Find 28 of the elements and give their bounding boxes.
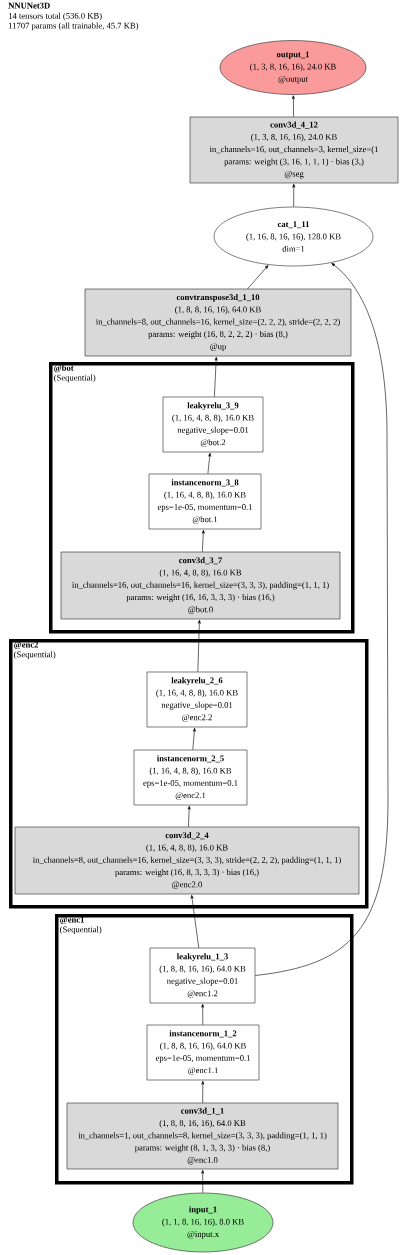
diagram-title: NNUNet3D xyxy=(8,2,50,9)
layer-box: leakyrelu_1_3 (1, 8, 8, 16, 16), 64.0 KB negative_slope=0.01 @enc1.2 xyxy=(149,947,256,1004)
arrow xyxy=(291,95,295,117)
arrow xyxy=(201,1169,205,1193)
layer-box: conv3d_4_12 (1, 3, 8, 16, 16), 24.0 KB in_channels=16, out_channels=3, kernel_size=(1 params: weight (3, 16, 1, 1, 1) · bias (3,) @seg xyxy=(189,116,399,184)
layer-box: leakyrelu_2_6 (1, 16, 4, 8, 8), 16.0 KB negative_slope=0.01 @enc2.2 xyxy=(146,671,248,728)
arrow xyxy=(190,894,200,948)
arrow xyxy=(201,1080,205,1103)
summary-text: 14 tensors total (536.0 KB) xyxy=(8,12,102,21)
arrow xyxy=(201,529,205,552)
summary-text: 11707 params (all trainable, 45.7 KB) xyxy=(8,22,139,31)
layer-box: instancenorm_2_5 (1, 16, 4, 8, 8), 16.0 KB eps=1e-05, momentum=0.1 @enc2.1 xyxy=(133,749,248,806)
layer-box: conv3d_3_7 (1, 16, 4, 8, 8), 16.0 KB in_channels=16, out_channels=16, kernel_size=(3, 3, 3), padding=(1, 1, 1) params: weight (16, 16, 3, 3, 3) · bias (16,) @bot.0 xyxy=(60,551,341,620)
arrow xyxy=(192,727,196,750)
arrow xyxy=(201,1003,205,1025)
layer-box: instancenorm_3_8 (1, 16, 4, 8, 8), 16.0 KB eps=1e-05, momentum=0.1 @bot.1 xyxy=(148,473,262,530)
layer-box: leakyrelu_3_9 (1, 16, 4, 8, 8), 16.0 KB negative_slope=0.01 @bot.2 xyxy=(162,396,264,453)
layer-box: convtranspose3d_1_10 (1, 8, 8, 16, 16), 64.0 KB in_channels=8, out_channels=16, kernel_size=(2, 2, 2), stride=(2, 2, 2) params: weight (16, 8, 2, 2, 2) · bias (8,) @up xyxy=(84,288,352,357)
arrow xyxy=(214,356,218,397)
arrow xyxy=(197,619,201,672)
arrow xyxy=(255,263,389,976)
arrow xyxy=(207,452,212,474)
layer-box: conv3d_2_4 (1, 16, 4, 8, 8), 16.0 KB in_channels=8, out_channels=16, kernel_size=(3, 3, 3), stride=(2, 2, 2), padding=(1, 1, 1) params: weight (16, 8, 3, 3, 3) · bias (16,) @enc2.0 xyxy=(14,826,360,895)
layer-box: conv3d_1_1 (1, 8, 8, 16, 16), 64.0 KB in_channels=1, out_channels=8, kernel_size=(3, 3, 3), padding=(1, 1, 1) params: weight (8, 1, 3, 3, 3) · bias (8,) @enc1.0 xyxy=(66,1102,339,1170)
layer-box: instancenorm_1_2 (1, 8, 8, 16, 16), 64.0 KB eps=1e-05, momentum=0.1 @enc1.1 xyxy=(146,1024,260,1081)
arrow xyxy=(247,265,269,289)
arrow xyxy=(292,183,296,207)
arrow xyxy=(187,805,191,827)
